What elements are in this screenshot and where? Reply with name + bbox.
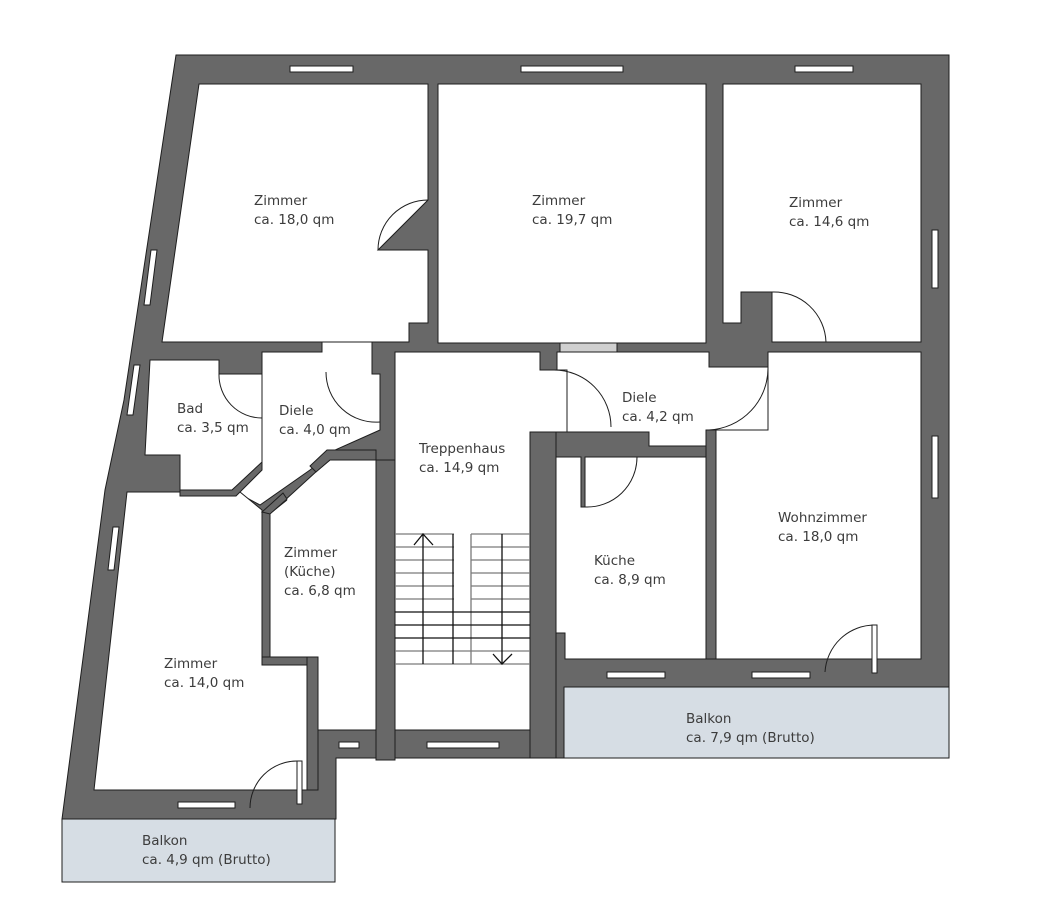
window	[931, 229, 939, 289]
balcony-door-leaf[interactable]	[871, 624, 878, 674]
room-label-diele-w: Diele ca. 4,0 qm	[279, 402, 351, 440]
window	[751, 671, 811, 679]
window	[794, 65, 854, 73]
room-label-balkon-e: Balkon ca. 7,9 qm (Brutto)	[686, 710, 815, 748]
wall-kueche-wohn	[705, 429, 717, 660]
door-swing[interactable]	[553, 369, 612, 428]
window	[289, 65, 354, 73]
staircase	[395, 533, 530, 665]
wall-stair-west	[375, 459, 396, 761]
room-label-balkon-w: Balkon ca. 4,9 qm (Brutto)	[142, 832, 271, 870]
room-name: Wohnzimmer	[778, 510, 867, 526]
door-swing[interactable]	[771, 291, 827, 343]
room-name: Diele	[279, 403, 314, 419]
room-label-zimmer-kueche: Zimmer (Küche) ca. 6,8 qm	[284, 544, 356, 601]
balcony-east[interactable]	[563, 686, 950, 759]
wall-zk-step	[306, 656, 319, 791]
room-label-zimmer-sw: Zimmer ca. 14,0 qm	[164, 655, 244, 693]
window	[126, 364, 141, 416]
room-label-treppenhaus: Treppenhaus ca. 14,9 qm	[419, 440, 505, 478]
door-swing[interactable]	[377, 199, 429, 251]
wall-zk-west	[261, 511, 271, 658]
window	[177, 801, 236, 809]
door-swing[interactable]	[249, 760, 298, 809]
room-name: Küche	[594, 553, 636, 569]
room-name: Diele	[622, 390, 657, 406]
balcony-door-leaf[interactable]	[296, 760, 303, 805]
room-label-bad: Bad ca. 3,5 qm	[177, 400, 249, 438]
room-name: Zimmer	[254, 193, 308, 209]
window	[426, 741, 500, 749]
room-name: Zimmer	[284, 545, 338, 561]
wall-bad-diag	[179, 460, 263, 497]
room-zimmer-ne[interactable]	[722, 83, 922, 343]
room-name: Treppenhaus	[419, 441, 506, 457]
room-label-wohnzimmer: Wohnzimmer ca. 18,0 qm	[778, 509, 867, 547]
room-area: ca. 14,6 qm	[789, 214, 870, 230]
glass-panel	[559, 342, 618, 353]
door-swing[interactable]	[325, 371, 381, 423]
room-area: ca. 4,0 qm	[279, 422, 351, 438]
room-name: Balkon	[686, 711, 732, 727]
room-label-zimmer-ne: Zimmer ca. 14,6 qm	[789, 194, 869, 232]
room-area: ca. 8,9 qm	[594, 572, 666, 588]
room-area: ca. 6,8 qm	[284, 583, 356, 599]
room-area: ca. 14,9 qm	[419, 460, 500, 476]
window	[520, 65, 624, 73]
window	[338, 741, 360, 749]
room-label-diele-e: Diele ca. 4,2 qm	[622, 389, 694, 427]
room-area: ca. 4,2 qm	[622, 409, 694, 425]
room-area: ca. 3,5 qm	[177, 420, 249, 436]
wall-diagonal-2	[260, 492, 288, 515]
room-area: ca. 18,0 qm	[778, 529, 859, 545]
door-swing[interactable]	[708, 366, 769, 431]
room-name: Balkon	[142, 833, 188, 849]
room-name: Bad	[177, 401, 204, 417]
wall-diagonal-1	[309, 449, 377, 473]
room-name: Zimmer	[164, 656, 218, 672]
room-area: ca. 14,0 qm	[164, 675, 245, 691]
room-area: ca. 18,0 qm	[254, 212, 335, 228]
window	[606, 671, 666, 679]
wall-stair-east	[529, 431, 557, 759]
window	[143, 249, 158, 306]
window	[931, 435, 939, 499]
room-label-zimmer-nw: Zimmer ca. 18,0 qm	[254, 192, 334, 230]
room-area: ca. 19,7 qm	[532, 212, 613, 228]
room-zimmer-nw[interactable]	[161, 83, 429, 343]
window	[107, 526, 120, 571]
room-zimmer-n[interactable]	[437, 83, 707, 344]
room-label-zimmer-n: Zimmer ca. 19,7 qm	[532, 192, 612, 230]
room-area: ca. 4,9 qm (Brutto)	[142, 852, 271, 868]
door-swing[interactable]	[584, 456, 638, 508]
room-label-kueche: Küche ca. 8,9 qm	[594, 552, 666, 590]
door-swing[interactable]	[824, 624, 876, 673]
room-name: Zimmer	[532, 193, 586, 209]
room-name-sub: (Küche)	[284, 564, 336, 580]
room-name: Zimmer	[789, 195, 843, 211]
room-area: ca. 7,9 qm (Brutto)	[686, 730, 815, 746]
balcony-west[interactable]	[61, 818, 336, 883]
door-swing[interactable]	[218, 373, 263, 419]
